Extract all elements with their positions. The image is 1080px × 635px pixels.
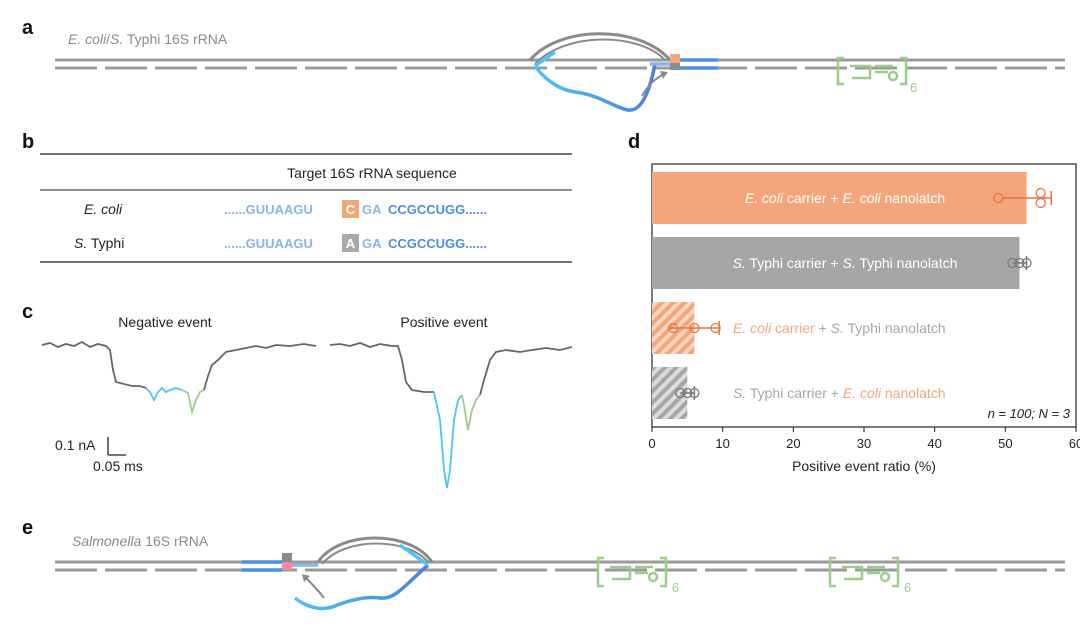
- panel-letter-e: e: [22, 517, 33, 539]
- bar-1: [652, 172, 1027, 224]
- panel-e-repeat-count-1: 6: [672, 580, 679, 595]
- panel-a-repeat-count: 6: [910, 80, 917, 95]
- panel-letter-a: a: [22, 17, 34, 39]
- panel-c-negative-trace: [41, 340, 147, 389]
- x-tick-label-60: 60: [1069, 436, 1080, 451]
- data-point-3-1: [668, 322, 679, 334]
- panel-c: Negative event Positive event 0.1 nA 0.0…: [41, 314, 573, 489]
- svg-text:C: C: [346, 202, 356, 217]
- panel-e-repeat-count-2: 6: [904, 580, 911, 595]
- data-point-4-2: [682, 387, 693, 399]
- panel-b-row1-organism: E. coli: [84, 201, 123, 217]
- panel-a-nanolatch-icon: [836, 56, 908, 86]
- data-point-2-3: [1021, 257, 1032, 269]
- panel-e-arrow: [305, 577, 325, 599]
- panel-a-title: E. coli/S. Typhi 16S rRNA: [68, 31, 228, 47]
- data-point-3-2: [689, 322, 700, 334]
- svg-text:......GUUAAGU: ......GUUAAGU: [224, 236, 313, 251]
- panel-e-nanolatch-icon-1: [596, 556, 668, 588]
- x-tick-label-40: 40: [927, 436, 941, 451]
- bar-label-2: S. Typhi carrier + S. Typhi nanolatch: [733, 255, 958, 271]
- data-point-4-1: [675, 387, 686, 399]
- panel-letter-b: b: [22, 131, 34, 153]
- data-point-1-2: [1035, 187, 1046, 199]
- panel-e-mismatch-box: [282, 553, 292, 562]
- chart-annotation: n = 100; N = 3: [988, 406, 1071, 421]
- data-point-1-3: [1035, 197, 1046, 209]
- x-tick-label-20: 20: [786, 436, 800, 451]
- panel-b: Target 16S rRNA sequence E. coli ......G…: [40, 153, 572, 263]
- panel-e-title: Salmonella 16S rRNA: [72, 533, 209, 549]
- bar-label-4: S. Typhi carrier + E. coli nanolatch: [733, 385, 946, 401]
- x-tick-label-10: 10: [715, 436, 729, 451]
- data-point-2-1: [1007, 257, 1018, 269]
- x-tick-label-30: 30: [857, 436, 871, 451]
- panel-c-negative-label: Negative event: [118, 314, 212, 330]
- panel-e-carrier-arc: [316, 536, 434, 563]
- panel-d-chart: E. coli carrier + E. coli nanolatch S. Ty…: [648, 163, 1080, 474]
- panel-c-scale-time: 0.05 ms: [93, 458, 143, 474]
- panel-b-header: Target 16S rRNA sequence: [287, 165, 457, 181]
- panel-e: Salmonella 16S rRNA 6: [55, 533, 1065, 611]
- data-point-2-2: [1014, 257, 1025, 269]
- svg-text:......GUUAAGU: ......GUUAAGU: [224, 202, 313, 217]
- svg-text:A: A: [346, 236, 356, 251]
- x-tick-label-0: 0: [648, 436, 655, 451]
- panel-b-row2-organism: S. Typhi: [74, 235, 124, 251]
- panel-c-positive-trace: [329, 342, 434, 393]
- panel-e-nanolatch-icon-2: [828, 556, 900, 588]
- panel-b-row2-mismatch-box: [342, 234, 359, 252]
- x-tick-label-50: 50: [998, 436, 1012, 451]
- panel-c-scale-bar: 0.1 nA 0.05 ms: [55, 437, 143, 474]
- bar-2: [652, 237, 1020, 289]
- panel-a-carrier-arc: [528, 32, 672, 61]
- panel-b-row1-mismatch-box: [342, 200, 359, 218]
- panel-a-blue-loop: [533, 63, 657, 112]
- panel-letter-d: d: [628, 131, 640, 153]
- panel-b-row2-sequence: ......GUUAAGU A GA CCGCCUGG......: [224, 234, 487, 252]
- panel-c-positive-label: Positive event: [400, 314, 487, 330]
- panel-a-mismatch-box: [670, 54, 680, 63]
- svg-text:CCGCCUGG......: CCGCCUGG......: [388, 236, 487, 251]
- panel-c-scale-current: 0.1 nA: [55, 437, 96, 453]
- chart-xlabel: Positive event ratio (%): [792, 458, 936, 474]
- panel-a: E. coli/S. Typhi 16S rRNA 6: [55, 31, 1065, 112]
- data-point-1-1: [993, 192, 1004, 204]
- svg-text:GA: GA: [362, 202, 382, 217]
- panel-letter-c: c: [22, 301, 33, 323]
- bar-label-1: E. coli carrier + E. coli nanolatch: [745, 190, 945, 206]
- bar-label-3: E. coli carrier + S. Typhi nanolatch: [733, 320, 946, 336]
- data-point-3-3: [710, 322, 721, 334]
- svg-text:CCGCCUGG......: CCGCCUGG......: [388, 202, 487, 217]
- panel-e-blue-loop: [293, 563, 430, 611]
- data-point-4-3: [689, 387, 700, 399]
- svg-text:GA: GA: [362, 236, 382, 251]
- panel-b-row1-sequence: ......GUUAAGU C GA CCGCCUGG......: [224, 200, 487, 218]
